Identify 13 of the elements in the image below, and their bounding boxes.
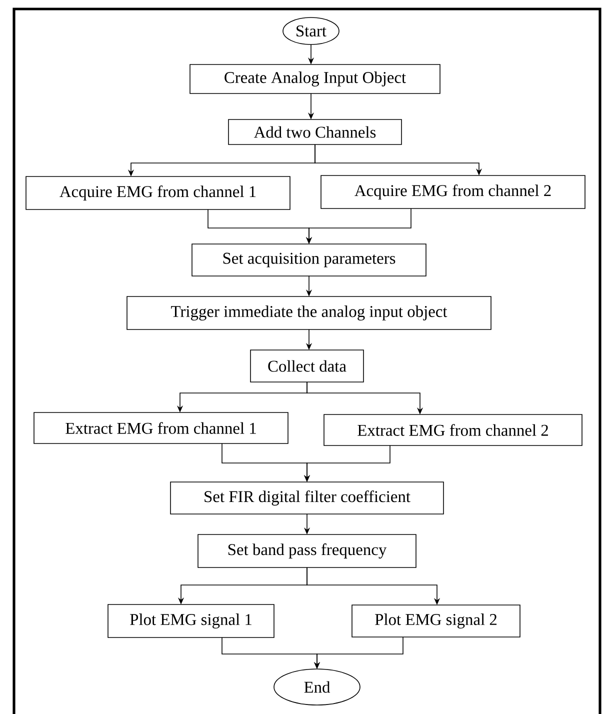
process-box: Collect data: [250, 350, 364, 382]
process-box: Set band pass frequency: [198, 534, 416, 568]
process-box: Add two Channels: [228, 119, 402, 145]
process-box: Trigger immediate the analog input object: [126, 296, 492, 330]
process-box: Set acquisition parameters: [192, 244, 426, 276]
process-box: Set FIR digital filter coefficient: [170, 482, 444, 514]
process-box: Acquire EMG from channel 1: [26, 176, 290, 210]
process-box: Extract EMG from channel 1: [34, 412, 288, 444]
process-box: Create Analog Input Object: [190, 64, 440, 94]
process-box: Plot EMG signal 2: [352, 604, 520, 638]
process-box: Acquire EMG from channel 2: [320, 175, 586, 209]
process-box: Extract EMG from channel 2: [324, 414, 582, 446]
process-box: Plot EMG signal 1: [108, 604, 274, 638]
